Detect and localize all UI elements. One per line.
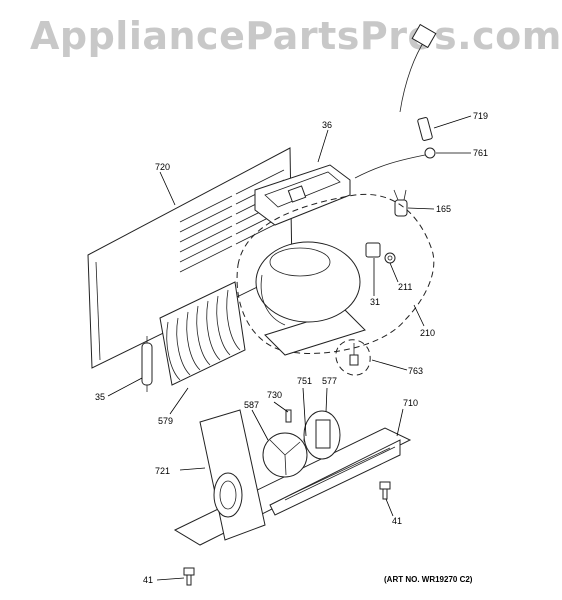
callout-721: 721 — [155, 466, 170, 476]
callout-587: 587 — [244, 400, 259, 410]
compressor-assembly-part-210[interactable] — [236, 193, 435, 356]
callout-720: 720 — [155, 162, 170, 172]
power-cord — [399, 23, 437, 113]
callout-761: 761 — [473, 148, 488, 158]
callout-719: 719 — [473, 111, 488, 121]
callout-labels: 36 720 719 761 165 31 211 210 763 35 579… — [95, 111, 488, 585]
fan-blade-part-587[interactable] — [262, 432, 308, 478]
callout-210: 210 — [420, 328, 435, 338]
fan-motor-part-577[interactable] — [303, 410, 341, 460]
callout-751: 751 — [297, 376, 312, 386]
screw-part-41-bottom[interactable] — [183, 567, 195, 586]
capacitor-part-165[interactable] — [393, 189, 408, 217]
terminal-cover-part-31[interactable] — [365, 242, 381, 258]
screw-part-41-right[interactable] — [379, 481, 391, 500]
grommet-part-211[interactable] — [384, 252, 396, 264]
callout-710: 710 — [403, 398, 418, 408]
drain-pan-part-36[interactable] — [254, 164, 351, 226]
relay-part-719[interactable] — [417, 117, 433, 141]
callout-41-bottom: 41 — [143, 575, 153, 585]
condenser-coil-part-579[interactable] — [159, 281, 246, 386]
callout-211: 211 — [398, 282, 412, 292]
callout-36: 36 — [322, 120, 332, 130]
leader-lines — [107, 115, 472, 581]
callout-577: 577 — [322, 376, 337, 386]
watermark-logo: AppliancePartsPros.com — [30, 14, 562, 58]
callout-730: 730 — [267, 390, 282, 400]
mount-kit-part-763[interactable] — [335, 339, 371, 376]
callout-763: 763 — [408, 366, 423, 376]
dryer-part-35[interactable] — [141, 336, 153, 392]
callout-31: 31 — [370, 297, 380, 307]
callout-41-right: 41 — [392, 516, 402, 526]
callout-35: 35 — [95, 392, 105, 402]
callout-579: 579 — [158, 416, 173, 426]
fan-screw-part-730[interactable] — [285, 409, 292, 423]
overload-part-761[interactable] — [354, 147, 436, 179]
side-bracket-part-721[interactable] — [199, 409, 266, 541]
art-number: (ART NO. WR19270 C2) — [384, 575, 473, 584]
callout-165: 165 — [436, 204, 451, 214]
